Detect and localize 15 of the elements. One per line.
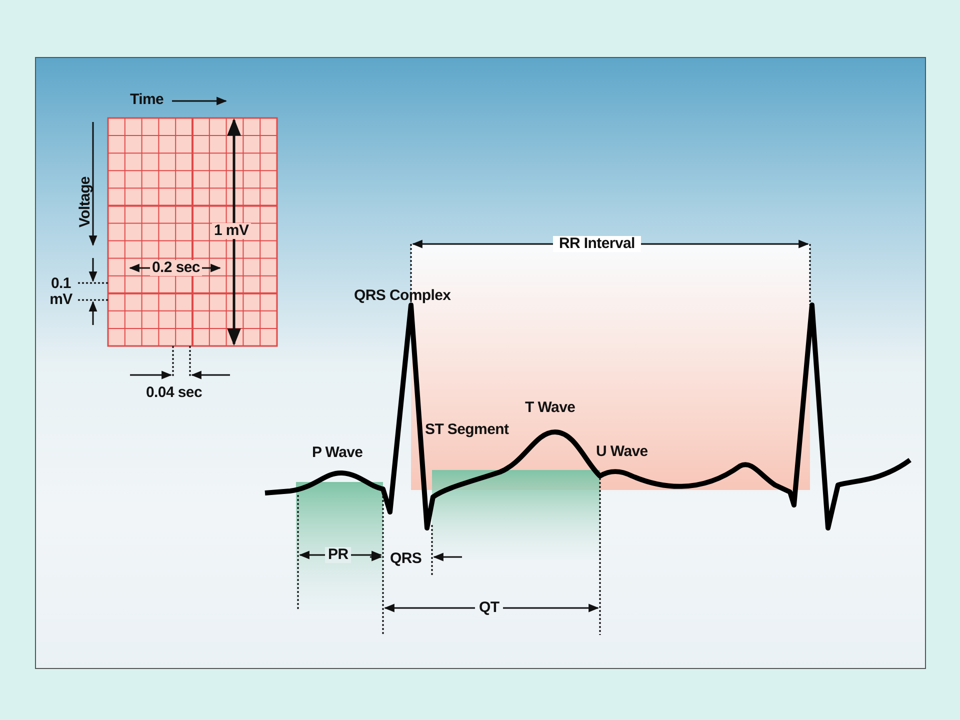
wave-label: P Wave [312, 445, 363, 461]
dimension-label: RR Interval [553, 236, 641, 252]
wave-label: T Wave [525, 400, 576, 416]
wave-label: ST Segment [425, 422, 509, 438]
dimension-label: QT [475, 600, 504, 616]
dimension-label: PR [325, 547, 352, 563]
dimension-label: 0.04 sec [146, 385, 202, 401]
wave-label: QRS Complex [354, 288, 451, 304]
dimension-label: 0.1 mV [48, 276, 74, 308]
dimension-label: QRS [390, 551, 422, 567]
dimension-label: 1 mV [212, 223, 251, 239]
dimension-label: 0.2 sec [150, 260, 202, 276]
axis-label: Time [130, 92, 164, 108]
axis-label: Voltage [77, 176, 94, 230]
wave-label: U Wave [596, 444, 648, 460]
